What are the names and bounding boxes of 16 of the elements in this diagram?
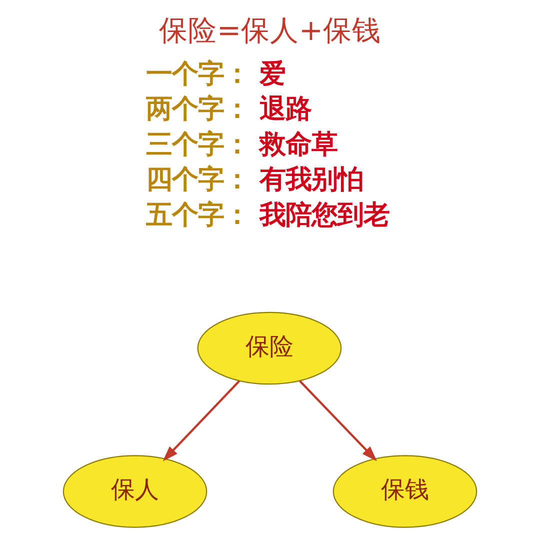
label: 一个字： [146, 58, 250, 90]
label: 五个字： [146, 199, 250, 230]
node-ellipse: 保人 [62, 455, 208, 528]
label: 爱 [260, 58, 286, 90]
label: 两个字： [146, 94, 250, 125]
label: 救命草 [260, 128, 338, 160]
arrow [162, 380, 240, 462]
label: 退路 [260, 94, 312, 125]
node-ellipse: 保钱 [332, 455, 478, 528]
label: 四个字： [146, 164, 250, 196]
label: 有我别怕 [260, 164, 364, 196]
node-ellipse: 保险 [197, 312, 342, 385]
label: 我陪您到老 [260, 199, 390, 230]
arrow [299, 380, 377, 462]
label: 三个字： [146, 128, 250, 160]
diagram-title: 保险=保人+保钱 [159, 13, 381, 48]
